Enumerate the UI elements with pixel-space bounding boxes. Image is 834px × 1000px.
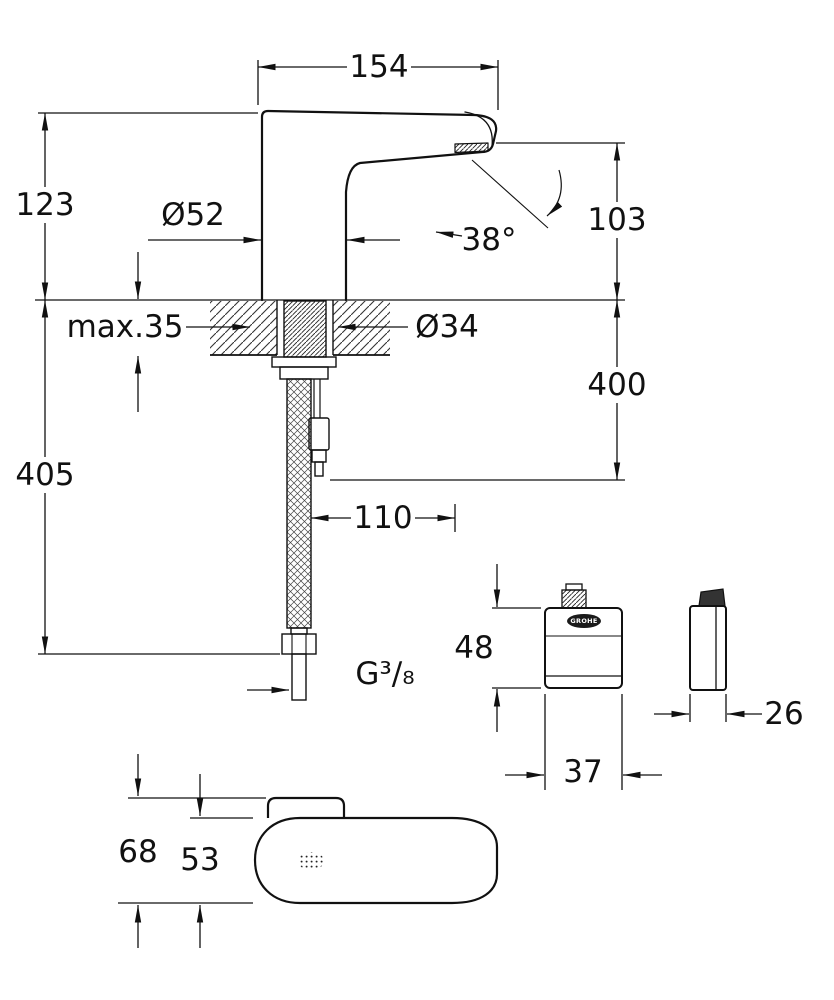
- dim-label-box-width: 37: [563, 754, 602, 790]
- sensor-cable: [313, 379, 321, 418]
- plan-spout-tab: [266, 796, 346, 818]
- cable-plug-pin: [314, 461, 324, 477]
- deck-hatch-right: [333, 301, 390, 355]
- grohe-logo-text: GROHE: [570, 617, 597, 625]
- dim-label-spout-reach: 154: [349, 49, 408, 85]
- faucet-side-view: [260, 109, 498, 302]
- dim-label-offset: 110: [353, 500, 412, 536]
- dim-label-thread: G³/₈: [355, 656, 414, 692]
- control-box-top-stub: [561, 589, 587, 609]
- faucet-plan-view: [253, 796, 499, 905]
- dim-label-height-above-deck: 123: [15, 187, 74, 223]
- faucet-body-outline: [260, 109, 498, 302]
- dim-spray-angle: [435, 159, 563, 238]
- spout-tip-inner-edge: [464, 111, 493, 147]
- dim-label-plan-overall: 68: [118, 834, 157, 870]
- dim-label-cable-length: 400: [587, 367, 646, 403]
- control-box-front-view: [544, 583, 623, 689]
- dim-label-box-depth: 26: [764, 696, 803, 732]
- dim-label-hole-diameter: Ø34: [415, 309, 479, 345]
- control-box-clip: [698, 588, 726, 607]
- grohe-logo-badge: [567, 614, 601, 628]
- cable-plug-collar: [311, 449, 327, 463]
- dim-box-depth: [654, 694, 762, 722]
- braided-supply-hose: [286, 378, 312, 629]
- mounting-shank-and-hoses: [271, 300, 337, 701]
- dim-plan-overall: [118, 754, 266, 948]
- dim-label-base-diameter: Ø52: [161, 197, 225, 233]
- deck-hatch-left: [210, 301, 277, 355]
- sensor-window: [298, 852, 324, 870]
- hose-hex-nut: [281, 633, 317, 655]
- hose-neck: [290, 627, 308, 635]
- control-box-stub-cap: [565, 583, 583, 591]
- dim-label-hose-length: 405: [15, 457, 74, 493]
- aerator-outline: [454, 142, 489, 154]
- dim-label-plan-body: 53: [180, 842, 219, 878]
- dim-box-height: [492, 564, 541, 732]
- hose-end-tube: [291, 653, 307, 701]
- threaded-shank: [283, 300, 327, 358]
- dim-max-deck-thickness: [134, 252, 250, 412]
- dim-label-box-height: 48: [454, 630, 493, 666]
- mounting-nut: [279, 366, 329, 380]
- dim-label-max-deck-thickness: max.35: [67, 309, 184, 345]
- cable-plug-body: [308, 417, 330, 451]
- plan-body-outline: [253, 816, 499, 905]
- control-box-side-body: [689, 605, 727, 691]
- control-box-side-view: [689, 588, 727, 691]
- dim-box-width: [505, 694, 662, 790]
- dimension-labels: 154 123 Ø52 38° 103 max.35 Ø34 400 405 1…: [15, 49, 804, 878]
- dim-label-spray-angle: 38°: [462, 222, 517, 258]
- mounting-washer: [271, 356, 337, 368]
- deck-hole-edges: [276, 300, 334, 355]
- hex-nut-facets: [291, 634, 307, 654]
- dim-plan-body: [190, 774, 253, 948]
- dim-label-outlet-height: 103: [587, 202, 646, 238]
